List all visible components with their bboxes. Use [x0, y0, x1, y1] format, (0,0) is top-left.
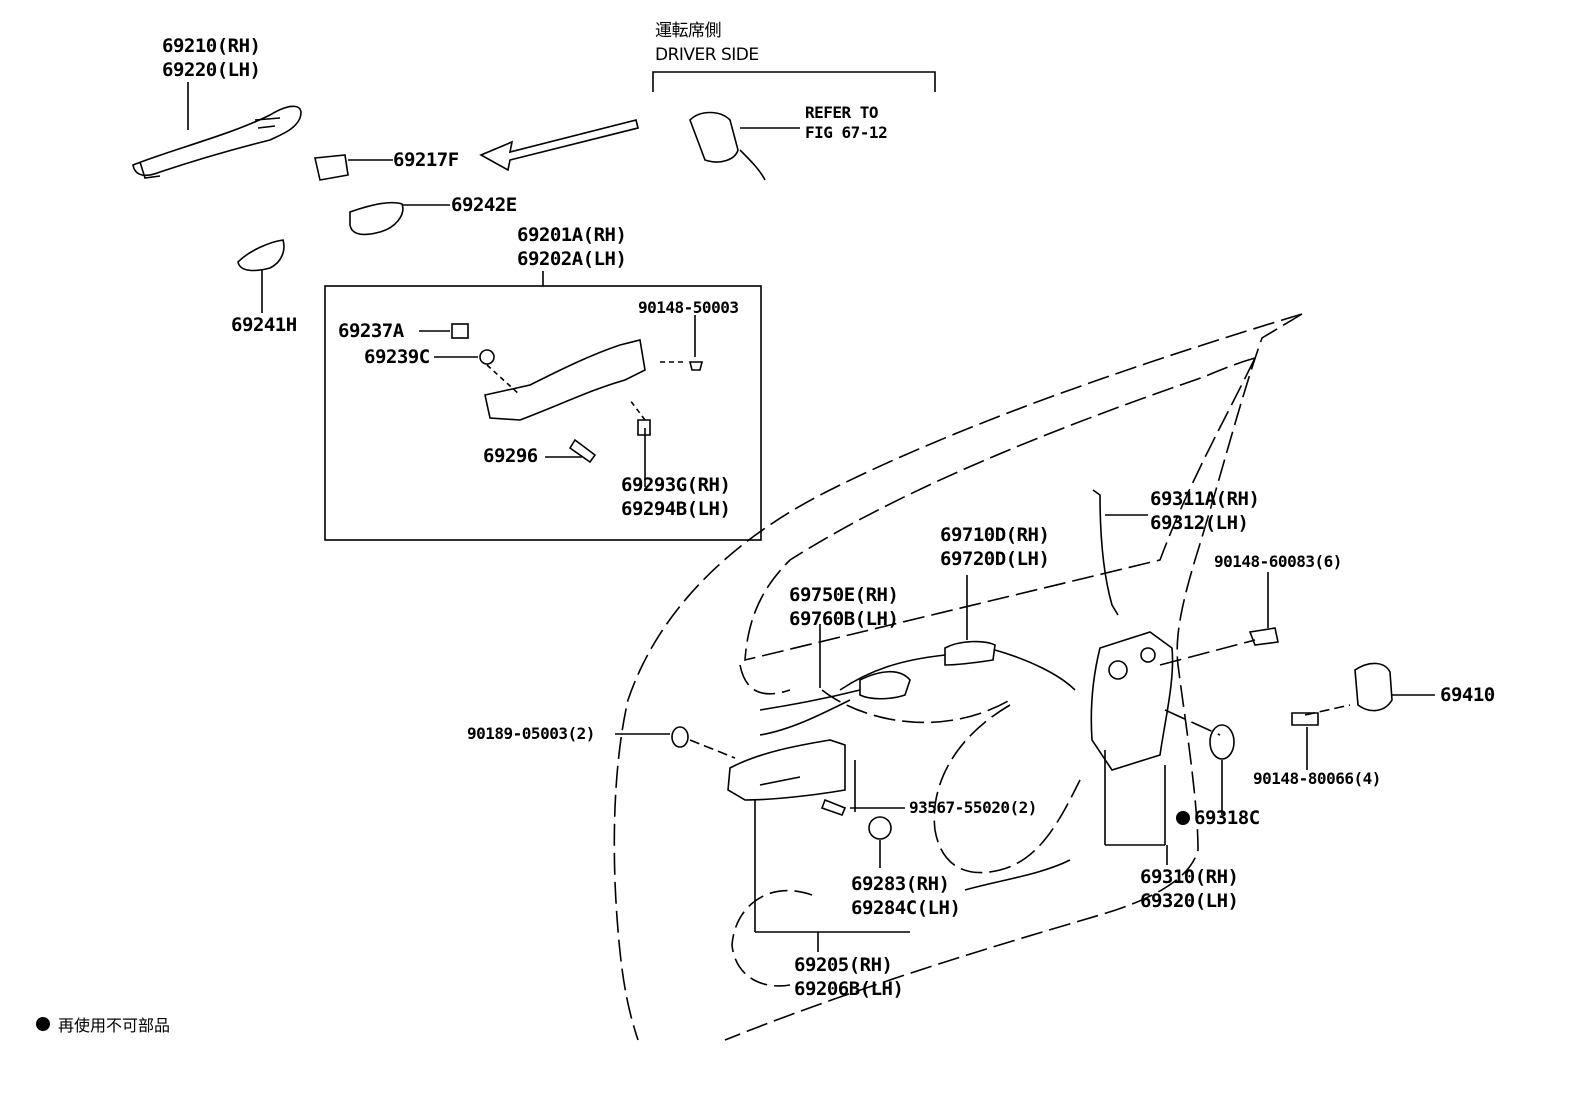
- part-69720d-label[interactable]: 69720D(LH): [940, 548, 1050, 570]
- pad-69242e-shape: [349, 201, 404, 236]
- door-inner-line: [739, 664, 791, 695]
- striker-69410-shape: [1354, 662, 1393, 712]
- legend-dot-icon: [36, 1017, 50, 1031]
- part-69237a-label[interactable]: 69237A: [338, 320, 404, 342]
- handle-frame-shape: [484, 339, 646, 421]
- part-69293g-label[interactable]: 69293G(RH): [621, 474, 731, 496]
- part-69217f-label[interactable]: 69217F: [393, 149, 459, 171]
- part-69220-label[interactable]: 69220(LH): [162, 59, 261, 81]
- refer-label-line2: FIG 67-12: [805, 123, 888, 142]
- part-69202a-label[interactable]: 69202A(LH): [517, 248, 627, 270]
- part-69239c-label[interactable]: 69239C: [364, 346, 430, 368]
- part-69320-label[interactable]: 69320(LH): [1140, 890, 1239, 912]
- arrow-icon: [479, 119, 639, 172]
- outer-handle-shape: [132, 105, 302, 177]
- part-69241h-label[interactable]: 69241H: [231, 314, 297, 336]
- legend: 再使用不可部品: [36, 1012, 170, 1036]
- part-69283-label[interactable]: 69283(RH): [851, 873, 950, 895]
- door-window-inner: [744, 357, 1256, 662]
- part-69205-label[interactable]: 69205(RH): [794, 954, 893, 976]
- key-cylinder-shape: [689, 111, 739, 163]
- door-lower-curve: [821, 689, 1011, 724]
- part-90148-80066-label[interactable]: 90148-80066(4): [1253, 769, 1381, 788]
- part-69242e-label[interactable]: 69242E: [451, 194, 517, 216]
- driver-side-bracket: [652, 71, 936, 92]
- part-69206b-label[interactable]: 69206B(LH): [794, 978, 904, 1000]
- cover-69217f-shape: [314, 154, 349, 181]
- door-lock-shape: [1090, 631, 1174, 771]
- part-69311a-label[interactable]: 69311A(RH): [1150, 488, 1260, 510]
- rod-69311a: [1092, 489, 1119, 616]
- circle-dashed: [731, 889, 813, 987]
- part-93567-55020-label[interactable]: 93567-55020(2): [909, 798, 1037, 817]
- part-90148-50003-label[interactable]: 90148-50003: [638, 298, 739, 317]
- part-69310-label[interactable]: 69310(RH): [1140, 866, 1239, 888]
- part-69410-label[interactable]: 69410: [1440, 684, 1495, 706]
- driver-side-en-label: DRIVER SIDE: [655, 45, 759, 65]
- seal-69318c-shape: [1209, 724, 1235, 760]
- door-window-frame: [724, 313, 1303, 1041]
- pad-69241h-shape: [237, 239, 285, 272]
- part-69284c-label[interactable]: 69284C(LH): [851, 897, 961, 919]
- part-69710d-label[interactable]: 69710D(RH): [940, 524, 1050, 546]
- inner-handle-shape: [727, 739, 846, 801]
- part-69294b-label[interactable]: 69294B(LH): [621, 498, 731, 520]
- part-69312-label[interactable]: 69312(LH): [1150, 512, 1249, 534]
- door-outline: [613, 313, 1303, 1041]
- non-reusable-dot-icon: [1176, 811, 1190, 825]
- part-69318c-label[interactable]: 69318C: [1176, 806, 1260, 830]
- driver-side-jp-label: 運転席側: [655, 21, 722, 41]
- refer-label-line1: REFER TO: [805, 103, 879, 122]
- part-69760b-label[interactable]: 69760B(LH): [789, 608, 899, 630]
- part-69201a-label[interactable]: 69201A(RH): [517, 224, 627, 246]
- part-90148-60083-label[interactable]: 90148-60083(6): [1214, 552, 1342, 571]
- cable-curve: [933, 704, 1081, 874]
- part-90189-05003-label[interactable]: 90189-05003(2): [467, 724, 595, 743]
- legend-text: 再使用不可部品: [58, 1016, 171, 1035]
- part-69750e-label[interactable]: 69750E(RH): [789, 584, 899, 606]
- part-69318c-text: 69318C: [1194, 807, 1260, 829]
- part-69210-label[interactable]: 69210(RH): [162, 35, 261, 57]
- part-69296-label[interactable]: 69296: [483, 445, 538, 467]
